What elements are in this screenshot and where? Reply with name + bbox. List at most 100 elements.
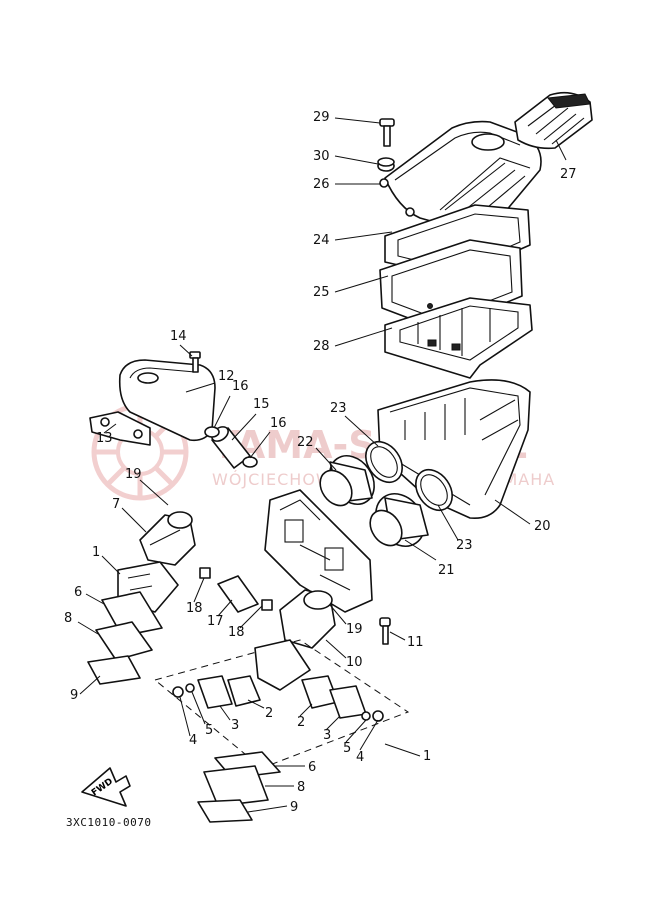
callout-number: 2 xyxy=(265,706,273,721)
callout-number: 16 xyxy=(270,416,287,431)
element-frame-28 xyxy=(384,297,533,379)
callout-leader xyxy=(334,117,381,124)
callout-number: 18 xyxy=(186,601,203,616)
callout-number: 6 xyxy=(308,760,316,775)
callout-leader xyxy=(334,155,379,165)
callout-leader xyxy=(555,139,567,161)
clip-18-left xyxy=(199,567,211,579)
callout-leader xyxy=(247,699,265,709)
callout-leader xyxy=(103,423,117,434)
clamp-23-lower xyxy=(415,468,453,512)
clip-16-lower xyxy=(242,456,258,468)
grommet-30 xyxy=(377,157,395,172)
reed-3-left xyxy=(197,675,233,709)
clip-18-right xyxy=(261,599,273,611)
callout-leader xyxy=(325,639,347,659)
callout-leader xyxy=(179,344,193,357)
reed-assembly-group-outline xyxy=(153,639,410,769)
callout-number: 20 xyxy=(534,519,551,534)
callout-leader xyxy=(79,675,101,695)
callout-leader xyxy=(299,703,313,717)
callout-leader xyxy=(101,555,121,575)
joint-21 xyxy=(369,493,429,547)
callout-number: 3 xyxy=(231,718,239,733)
callout-leader xyxy=(139,479,169,506)
callout-leader xyxy=(334,231,393,241)
callout-number: 29 xyxy=(313,110,330,125)
callout-number: 15 xyxy=(253,397,270,412)
intake-duct-27 xyxy=(514,91,593,150)
callout-leader xyxy=(334,275,389,293)
callout-number: 28 xyxy=(313,339,330,354)
callout-number: 12 xyxy=(218,369,235,384)
callout-leader xyxy=(345,719,367,743)
callout-leader xyxy=(404,539,437,561)
callout-number: 7 xyxy=(112,497,120,512)
callout-number: 19 xyxy=(125,467,142,482)
callout-number: 17 xyxy=(207,614,224,629)
callout-number: 8 xyxy=(64,611,72,626)
callout-leader xyxy=(247,805,288,813)
callout-number: 18 xyxy=(228,625,245,640)
clip-16-upper xyxy=(204,426,220,438)
callout-leader xyxy=(344,415,379,447)
callout-leader xyxy=(191,691,206,725)
callout-leader xyxy=(185,382,216,393)
joint-22 xyxy=(319,455,375,507)
callout-leader xyxy=(249,431,271,459)
collar-26 xyxy=(379,178,389,188)
callout-number: 22 xyxy=(297,435,314,450)
callout-leader xyxy=(334,327,393,347)
callout-leader xyxy=(437,504,459,541)
hose-17 xyxy=(217,575,259,613)
callout-leader xyxy=(213,395,231,429)
callout-number: 25 xyxy=(313,285,330,300)
diagram-code: 3XC1010-0070 xyxy=(66,816,151,829)
callout-number: 3 xyxy=(323,728,331,743)
callout-number: 5 xyxy=(343,741,351,756)
callout-number: 1 xyxy=(423,749,431,764)
callout-number: 16 xyxy=(232,379,249,394)
reed-stopper-2-left xyxy=(227,675,261,707)
callouts: 2930262724252814121615161323222023211971… xyxy=(64,110,577,815)
air-cleaner-cover xyxy=(384,120,542,233)
gasket-9-lower xyxy=(197,799,253,823)
forward-arrow-icon: FWD xyxy=(81,767,131,807)
callout-number: 30 xyxy=(313,149,330,164)
duct-cover-12 xyxy=(118,359,216,442)
washer-5-left xyxy=(185,683,195,693)
callout-leader xyxy=(239,605,263,629)
spacer-8-upper xyxy=(95,621,153,661)
callout-number: 19 xyxy=(346,622,363,637)
spacer-8-lower xyxy=(203,765,269,807)
callout-leader xyxy=(77,621,99,635)
gasket-9-upper xyxy=(87,655,141,685)
callout-leader xyxy=(121,507,147,533)
screw-11 xyxy=(379,617,391,645)
callout-leader xyxy=(85,593,105,605)
callout-leader xyxy=(359,719,379,751)
callout-number: 21 xyxy=(438,563,455,578)
callout-number: 14 xyxy=(170,329,187,344)
callout-number: 5 xyxy=(205,723,213,738)
callout-number: 4 xyxy=(356,750,364,765)
reed-3-right xyxy=(329,685,367,719)
callout-leader xyxy=(315,447,337,471)
callout-leader xyxy=(329,604,347,625)
manifold-10 xyxy=(279,589,336,649)
callout-leader xyxy=(384,743,421,757)
callout-leader xyxy=(193,577,205,603)
reed-valve-1-lower xyxy=(254,639,311,691)
callout-leader xyxy=(179,696,191,737)
clamp-23-upper xyxy=(365,440,403,484)
screw-29 xyxy=(379,118,395,147)
callout-number: 13 xyxy=(96,431,113,446)
callout-number: 9 xyxy=(70,688,78,703)
screw-4-right xyxy=(372,710,384,722)
callout-leader xyxy=(325,715,341,731)
callout-number: 10 xyxy=(346,655,363,670)
callout-number: 23 xyxy=(330,401,347,416)
callout-leader xyxy=(219,705,231,721)
callout-number: 24 xyxy=(313,233,330,248)
